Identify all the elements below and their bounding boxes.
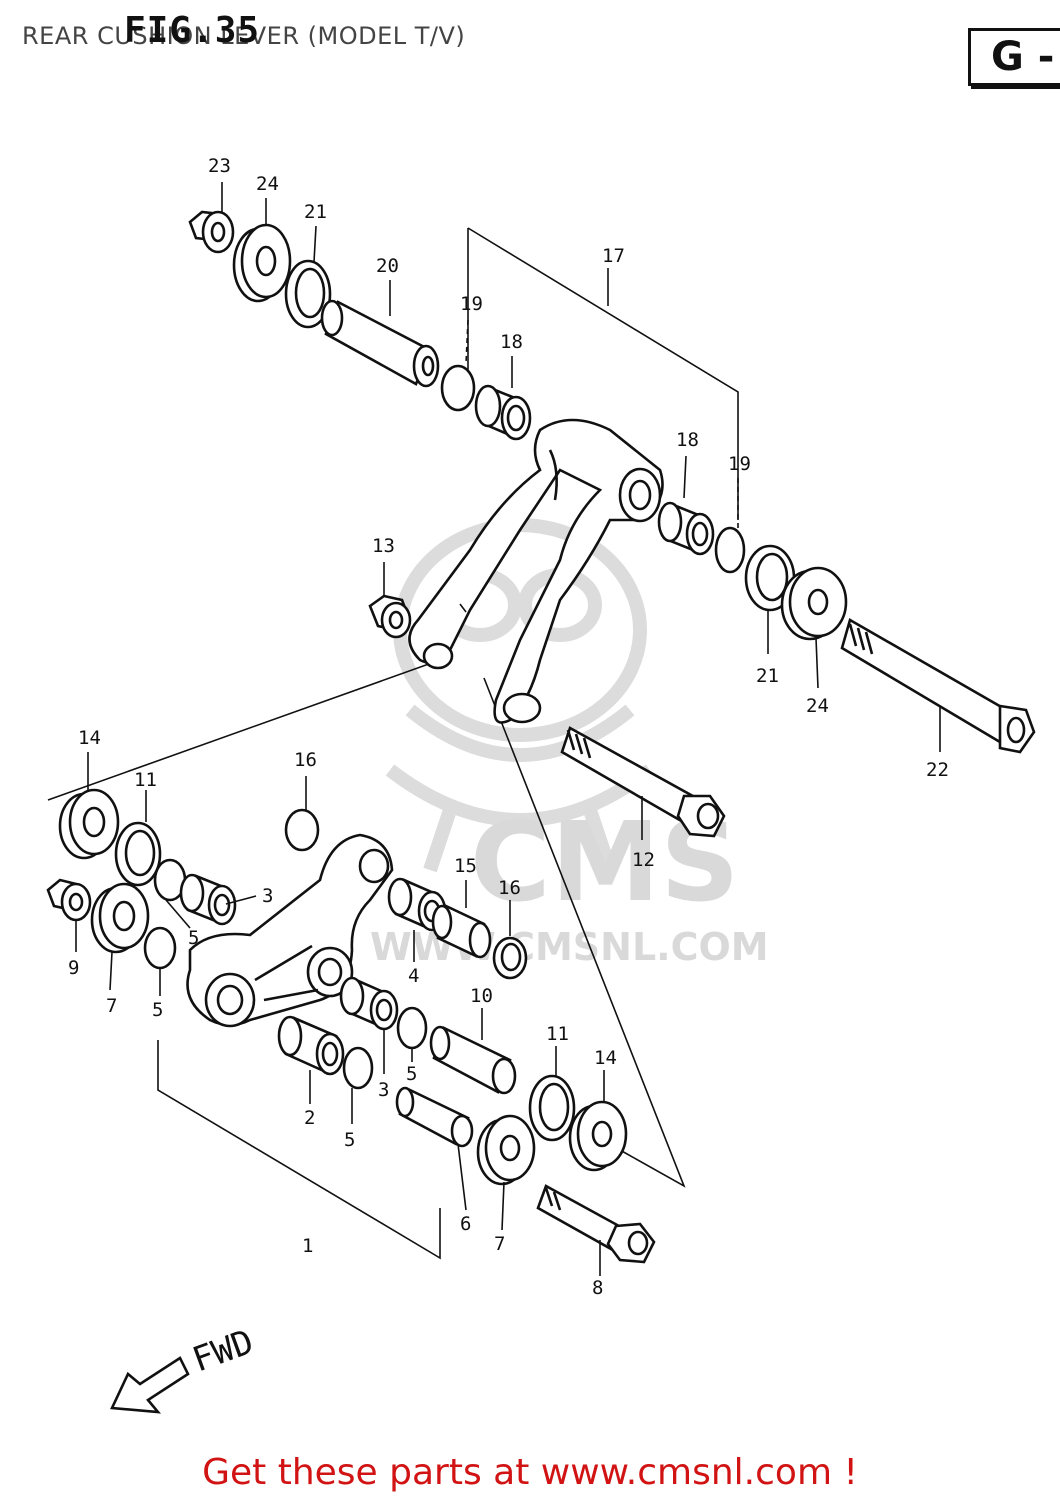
oil-seal-21-top[interactable] xyxy=(284,259,332,329)
callout-1[interactable]: 1 xyxy=(302,1235,313,1257)
section-badge: G - xyxy=(968,28,1060,86)
washer-7-right[interactable] xyxy=(476,1114,536,1186)
callout-11-right[interactable]: 11 xyxy=(546,1023,569,1045)
forward-direction-label: FWD xyxy=(187,1322,258,1381)
callout-21-top[interactable]: 21 xyxy=(304,201,327,223)
callout-3-upper[interactable]: 3 xyxy=(262,885,273,907)
circlip-5-lower-left[interactable] xyxy=(143,926,177,970)
footer-parts-link[interactable]: Get these parts at www.cmsnl.com ! xyxy=(202,1452,858,1493)
callout-7-left[interactable]: 7 xyxy=(106,995,117,1017)
callout-5-bottom[interactable]: 5 xyxy=(344,1129,355,1151)
callout-22[interactable]: 22 xyxy=(926,759,949,781)
circlip-5-bottom[interactable] xyxy=(342,1046,374,1090)
bearing-3-lower[interactable] xyxy=(339,976,399,1031)
bolt-22[interactable] xyxy=(840,618,1036,754)
callout-24-right[interactable]: 24 xyxy=(806,695,829,717)
bolt-12[interactable] xyxy=(560,726,726,838)
callout-6[interactable]: 6 xyxy=(460,1213,471,1235)
lower-group-bracket xyxy=(47,659,686,1260)
callout-5-left[interactable]: 5 xyxy=(152,999,163,1021)
spacer-6[interactable] xyxy=(395,1086,474,1148)
leader-lines xyxy=(75,182,941,1276)
callout-16-right[interactable]: 16 xyxy=(498,877,521,899)
callout-7-right[interactable]: 7 xyxy=(494,1233,505,1255)
oil-seal-11-left[interactable] xyxy=(114,821,162,887)
callout-19-right[interactable]: 19 xyxy=(728,453,751,475)
bearing-2[interactable] xyxy=(277,1015,345,1076)
callout-13[interactable]: 13 xyxy=(372,535,395,557)
circlip-16-top[interactable] xyxy=(284,808,320,852)
page-title: REAR CUSHION LEVER (MODEL T/V) xyxy=(22,22,466,50)
spacer-20[interactable] xyxy=(320,299,440,388)
figure-number: FIG.35 xyxy=(124,10,261,51)
bolt-8[interactable] xyxy=(536,1184,656,1264)
callout-15[interactable]: 15 xyxy=(454,855,477,877)
nut-9[interactable] xyxy=(46,878,92,922)
callout-9[interactable]: 9 xyxy=(68,957,79,979)
callout-18-right[interactable]: 18 xyxy=(676,429,699,451)
washer-24-right[interactable] xyxy=(780,566,848,641)
callout-18-top[interactable]: 18 xyxy=(500,331,523,353)
washer-14-left[interactable] xyxy=(58,788,120,860)
callout-20[interactable]: 20 xyxy=(376,255,399,277)
callout-10[interactable]: 10 xyxy=(470,985,493,1007)
callout-5-upper[interactable]: 5 xyxy=(188,927,199,949)
callout-8[interactable]: 8 xyxy=(592,1277,603,1299)
circlip-19-top[interactable] xyxy=(440,364,476,412)
callout-labels: 23 24 21 20 17 19 18 18 19 13 21 24 22 1… xyxy=(68,155,949,1299)
bearing-18-top[interactable] xyxy=(474,384,532,441)
upper-group-bracket xyxy=(467,227,739,520)
callout-12[interactable]: 12 xyxy=(632,849,655,871)
forward-arrow-icon xyxy=(110,1356,190,1414)
circlip-19-right[interactable] xyxy=(714,526,746,574)
callout-16-top[interactable]: 16 xyxy=(294,749,317,771)
nut-13[interactable] xyxy=(368,594,412,639)
cushion-rod-1[interactable] xyxy=(186,833,394,1028)
callout-2[interactable]: 2 xyxy=(304,1107,315,1129)
spacer-10[interactable] xyxy=(429,1025,517,1095)
callout-5-right[interactable]: 5 xyxy=(406,1063,417,1085)
washer-7-left[interactable] xyxy=(90,882,150,954)
callout-17[interactable]: 17 xyxy=(602,245,625,267)
oil-seal-11-right[interactable] xyxy=(528,1074,576,1142)
callout-19-top[interactable]: 19 xyxy=(460,293,483,315)
callout-21-right[interactable]: 21 xyxy=(756,665,779,687)
nut-23[interactable] xyxy=(188,210,235,254)
bearing-3-upper[interactable] xyxy=(179,873,237,926)
oil-seal-21-right[interactable] xyxy=(744,544,796,612)
circlip-5-right[interactable] xyxy=(396,1006,428,1050)
cushion-lever-17[interactable] xyxy=(408,418,664,724)
callout-14-left[interactable]: 14 xyxy=(78,727,101,749)
bearing-18-right[interactable] xyxy=(657,501,715,556)
callout-11-left[interactable]: 11 xyxy=(134,769,157,791)
callout-4[interactable]: 4 xyxy=(408,965,419,987)
washer-24-top[interactable] xyxy=(232,223,292,303)
callout-3-lower[interactable]: 3 xyxy=(378,1079,389,1101)
spacer-15[interactable] xyxy=(431,904,492,959)
callout-24-top[interactable]: 24 xyxy=(256,173,279,195)
washer-14-right[interactable] xyxy=(568,1100,628,1172)
oil-seal-16-right[interactable] xyxy=(492,936,528,980)
callout-14-right[interactable]: 14 xyxy=(594,1047,617,1069)
callout-23[interactable]: 23 xyxy=(208,155,231,177)
